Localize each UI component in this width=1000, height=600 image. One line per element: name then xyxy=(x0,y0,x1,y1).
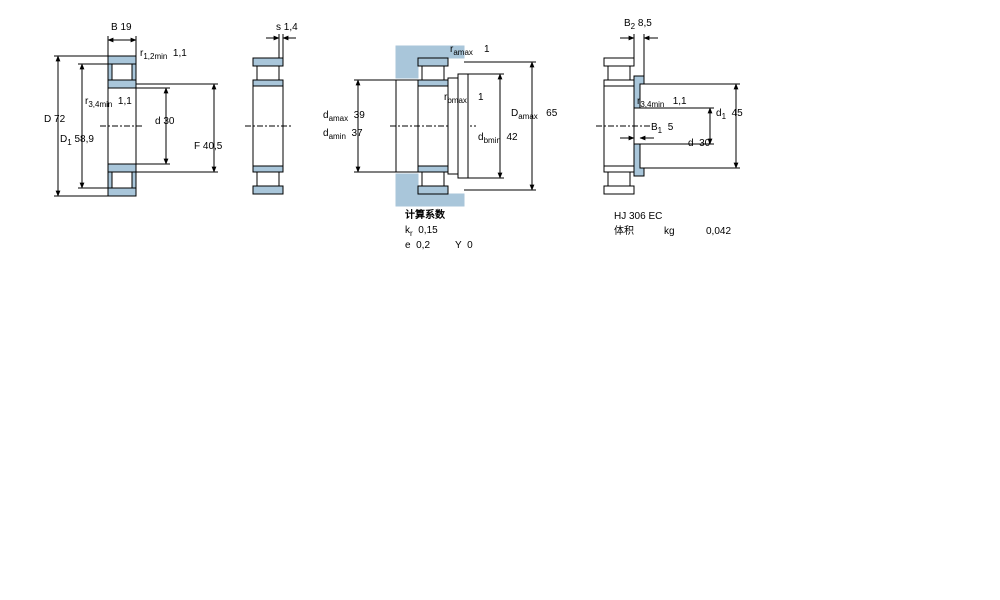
ring-mass-value: 0,042 xyxy=(706,226,732,237)
dim-Damax-value: 65 xyxy=(546,108,558,119)
dim-rbmax-label: rbmax 1 xyxy=(444,92,484,105)
dim-d-label: d 30 xyxy=(155,116,174,128)
ring-designation: HJ 306 EC xyxy=(614,211,663,222)
dim-Damax-symbol: D xyxy=(511,108,519,119)
dim-D1-label: D1 58,9 xyxy=(60,134,94,147)
ring-r34-sub: 3,4min xyxy=(640,100,665,109)
dim-r12-sub: 1,2min xyxy=(143,52,168,61)
inner-ring-bottom xyxy=(107,163,137,173)
calc-heading: 计算系数 xyxy=(405,210,445,221)
ring-B1-symbol: B xyxy=(651,122,658,133)
ring-B2-value: 8,5 xyxy=(637,18,652,29)
ring-B2-symbol: B xyxy=(624,18,631,29)
outer-ring-bottom xyxy=(107,187,137,197)
ring-B1-label: B1 5 xyxy=(651,122,674,135)
dim-r12-symbol: r xyxy=(140,48,144,59)
dim-d-value: 30 xyxy=(163,116,175,127)
dim-B-value: 19 xyxy=(120,22,132,33)
ring-d1-value: 45 xyxy=(731,108,743,119)
ring-d1-label: d1 45 xyxy=(716,108,743,121)
ring-r34-label: r3,4min 1,1 xyxy=(637,96,687,109)
dim-D1-sub: 1 xyxy=(67,138,72,147)
dim-F-symbol: F xyxy=(194,141,201,152)
dim-B-symbol: B xyxy=(111,22,118,33)
dim-r34-symbol: r xyxy=(85,96,89,107)
angle-ring-bottom xyxy=(633,143,645,177)
ring-d-value: 30 xyxy=(699,138,711,149)
dim-D1-symbol: D xyxy=(60,134,68,145)
dim-rbmax-symbol: r xyxy=(444,92,448,103)
ring-mass-label: 体积 xyxy=(614,226,634,237)
dim-D-value: 72 xyxy=(54,114,66,125)
dim-Damax-label: Damax 65 xyxy=(511,108,558,121)
dim-r12-value: 1,1 xyxy=(172,48,187,59)
dim-Damax-sub: amax xyxy=(518,112,538,121)
dim-dbmin-sub: bmin xyxy=(483,136,501,145)
ring-mass-unit: kg xyxy=(664,226,675,237)
calc-kr-value: 0,15 xyxy=(418,225,438,236)
calc-kr-sub: r xyxy=(410,229,413,238)
dim-s-symbol: s xyxy=(276,22,281,33)
dim-damin-label: damin 37 xyxy=(323,128,363,141)
dim-ramax-label: ramax 1 xyxy=(450,44,490,57)
dim-rbmax-sub: bmax xyxy=(447,96,467,105)
dim-rbmax-value: 1 xyxy=(478,92,484,103)
dim-D1-value: 58,9 xyxy=(74,134,94,145)
roller-top xyxy=(111,63,133,81)
dim-r34-value: 1,1 xyxy=(117,96,132,107)
bearing-section-view xyxy=(54,36,218,197)
dim-dbmin-label: dbmin 42 xyxy=(478,132,518,145)
calc-e-symbol: e xyxy=(405,240,411,251)
inner-ring-top xyxy=(107,79,137,89)
dim-r34-sub: 3,4min xyxy=(88,100,113,109)
dim-damin-symbol: d xyxy=(323,128,329,139)
dim-F-value: 40,5 xyxy=(202,141,223,152)
dim-damin-value: 37 xyxy=(351,128,363,139)
outer-ring-top xyxy=(107,55,137,65)
angle-ring-view xyxy=(596,34,740,195)
calc-e-value: 0,2 xyxy=(416,240,431,251)
calc-e: e 0,2 xyxy=(405,240,430,252)
ring-r34-value: 1,1 xyxy=(672,96,687,107)
ring-d1-sub: 1 xyxy=(721,112,727,121)
ring-B2-sub: 2 xyxy=(630,22,636,31)
dim-dbmin-symbol: d xyxy=(478,132,484,143)
dim-damax-label: damax 39 xyxy=(323,110,365,123)
dim-s-label: s 1,4 xyxy=(276,22,298,34)
dim-d-symbol: d xyxy=(155,116,161,127)
bearing-profile-view xyxy=(245,34,296,195)
ring-d-label: d 30 xyxy=(688,138,710,150)
dim-r34-label: r3,4min 1,1 xyxy=(85,96,132,109)
dim-damax-sub: amax xyxy=(328,114,349,123)
roller-bottom xyxy=(111,171,133,189)
ring-d-symbol: d xyxy=(688,138,694,149)
dim-s-value: 1,4 xyxy=(283,22,298,33)
dim-ramax-symbol: r xyxy=(450,44,454,55)
dim-damax-symbol: d xyxy=(323,110,329,121)
abutment-view xyxy=(354,45,536,207)
calc-Y: Y 0 xyxy=(455,240,473,252)
calc-Y-value: 0 xyxy=(467,240,473,251)
ring-d1-symbol: d xyxy=(716,108,722,119)
dim-ramax-sub: amax xyxy=(453,48,473,57)
dim-dbmin-value: 42 xyxy=(506,132,518,143)
dim-F-label: F 40,5 xyxy=(194,141,222,153)
dim-damax-value: 39 xyxy=(353,110,365,121)
dim-D-label: D 72 xyxy=(44,114,65,126)
dim-damin-sub: amin xyxy=(328,132,346,141)
calc-Y-symbol: Y xyxy=(455,240,462,251)
calc-kr: kr 0,15 xyxy=(405,225,438,238)
dim-B-label: B 19 xyxy=(111,22,132,34)
ring-B1-sub: 1 xyxy=(657,126,663,135)
dim-D-symbol: D xyxy=(44,114,52,125)
ring-r34-symbol: r xyxy=(637,96,641,107)
ring-B2-label: B2 8,5 xyxy=(624,18,652,31)
ring-B1-value: 5 xyxy=(667,122,674,133)
dim-r12-label: r1,2min 1,1 xyxy=(140,48,187,61)
calc-kr-symbol: k xyxy=(405,225,410,236)
housing-bottom xyxy=(395,193,465,207)
dim-ramax-value: 1 xyxy=(484,44,490,55)
